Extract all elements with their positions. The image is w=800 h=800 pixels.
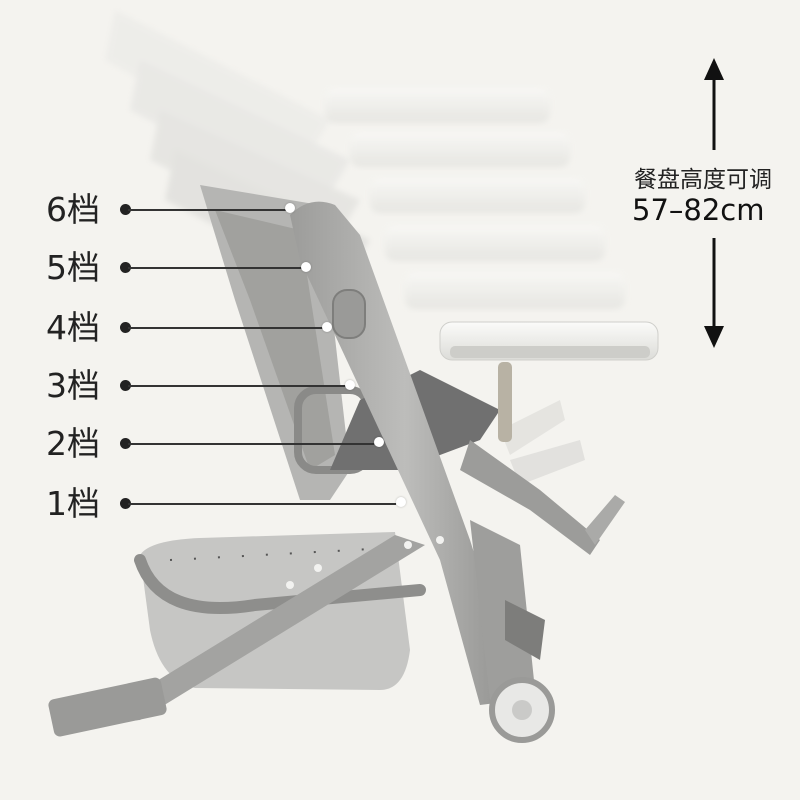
- level-line-2: [128, 443, 374, 445]
- ghost-leg-rests: [500, 400, 585, 485]
- level-line-1: [128, 503, 396, 505]
- level-label-3: 3档: [46, 366, 100, 405]
- height-range-arrow: [704, 58, 724, 348]
- level-point-5: [301, 262, 311, 272]
- level-dot-3: [120, 380, 131, 391]
- level-label-2: 2档: [46, 424, 100, 463]
- level-point-4: [322, 322, 332, 332]
- level-dot-4: [120, 322, 131, 333]
- level-point-3: [345, 380, 355, 390]
- level-label-6: 6档: [46, 190, 100, 229]
- level-point-6: [285, 203, 295, 213]
- height-adjust-button: [332, 289, 366, 339]
- tray-range-title: 餐盘高度可调: [634, 167, 772, 193]
- rear-leg: [85, 535, 425, 725]
- level-label-1: 1档: [46, 484, 100, 523]
- level-dot-5: [120, 262, 131, 273]
- footrest: [460, 440, 600, 555]
- front-leg: [470, 520, 535, 700]
- level-label-4: 4档: [46, 308, 100, 347]
- level-line-3: [128, 385, 346, 387]
- front-tray: [439, 321, 659, 442]
- level-dot-6: [120, 204, 131, 215]
- level-dot-2: [120, 438, 131, 449]
- level-point-1: [396, 497, 406, 507]
- level-label-5: 5档: [46, 248, 100, 287]
- level-line-4: [128, 327, 326, 329]
- ghost-trays: [325, 88, 625, 309]
- level-dot-1: [120, 498, 131, 509]
- level-point-2: [374, 437, 384, 447]
- level-line-5: [128, 267, 304, 269]
- tray-range-value: 57–82cm: [632, 193, 765, 227]
- level-line-6: [128, 209, 288, 211]
